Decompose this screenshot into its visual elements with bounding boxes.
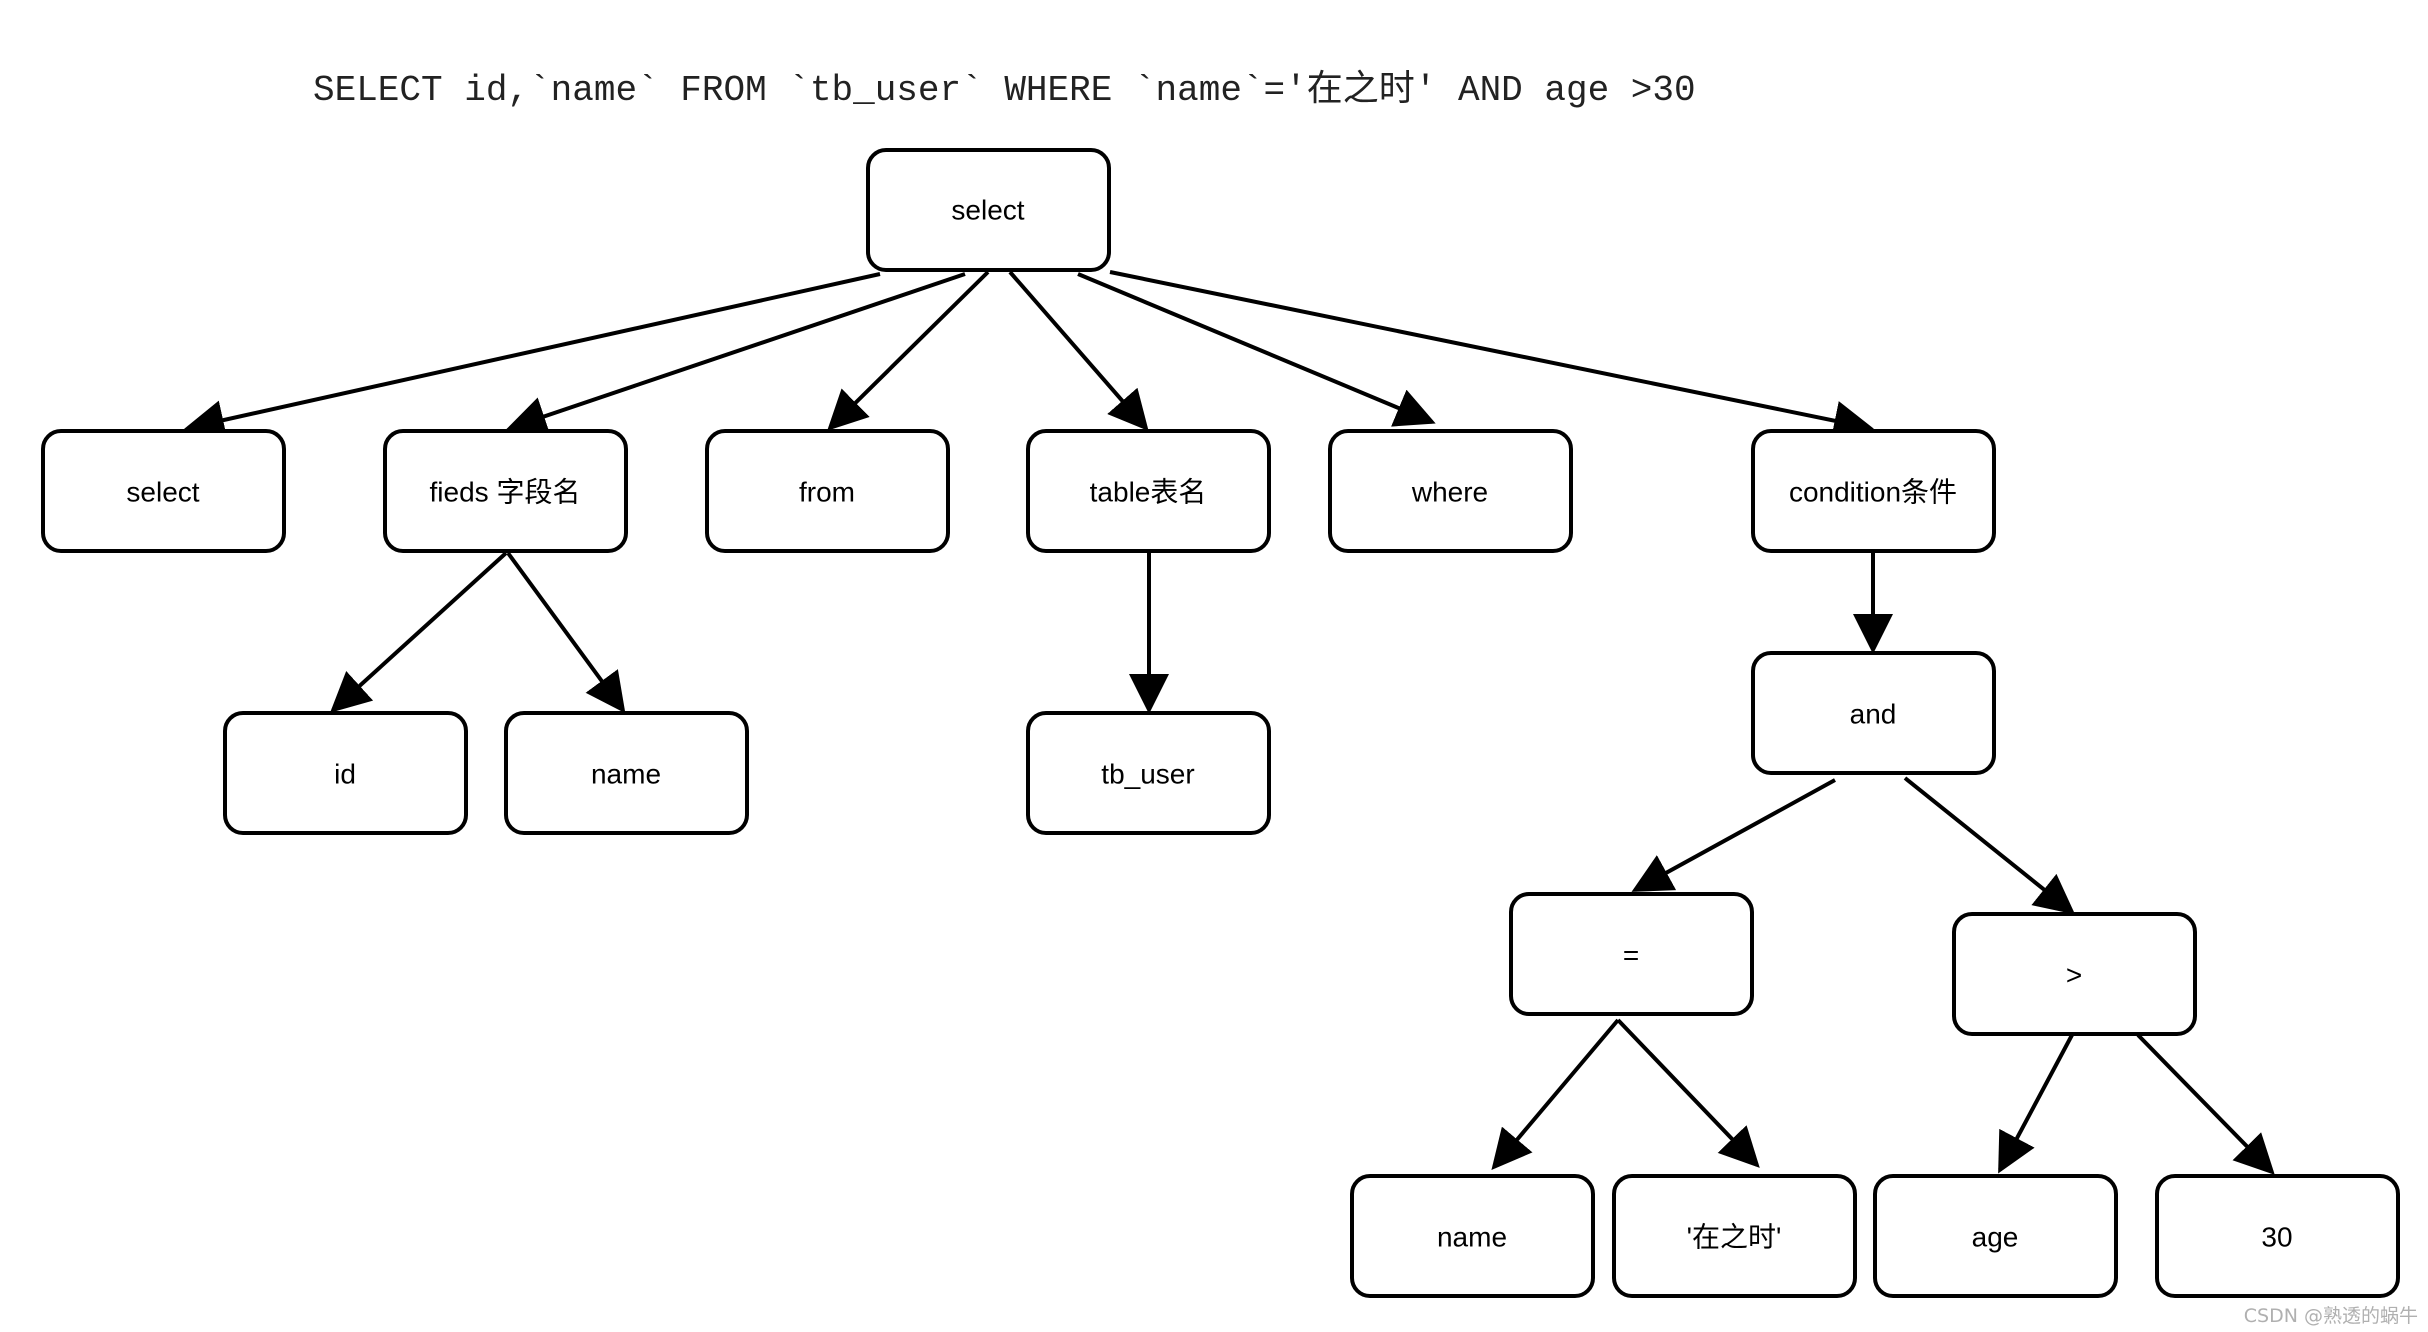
node-label: 30 — [2261, 1222, 2292, 1253]
node-and: and — [1751, 651, 1996, 775]
node-tb-user: tb_user — [1026, 711, 1271, 835]
edge-root-condition — [1109, 270, 1874, 441]
node-label: name — [1437, 1222, 1507, 1253]
node-label: condition条件 — [1789, 477, 1957, 508]
node-label: where — [1411, 477, 1488, 508]
node-select: select — [41, 429, 286, 553]
node-id: id — [223, 711, 468, 835]
node-value: '在之时' — [1612, 1174, 1857, 1298]
edge-eq-value — [1616, 1018, 1760, 1168]
node-label: name — [591, 759, 661, 790]
node-from: from — [705, 429, 950, 553]
edge-gt-age — [1998, 1034, 2074, 1174]
node-root-select: select — [866, 148, 1111, 272]
node-label: > — [2066, 960, 2082, 991]
node-name-condition: name — [1350, 1174, 1595, 1298]
node-age: age — [1873, 1174, 2118, 1298]
node-label: select — [126, 477, 199, 508]
edge-root-fields — [506, 272, 966, 436]
node-label: = — [1623, 940, 1639, 971]
watermark-text: CSDN @熟透的蜗牛 — [2244, 1305, 2418, 1327]
node-label: and — [1850, 699, 1897, 730]
node-where: where — [1328, 429, 1573, 553]
node-label: tb_user — [1101, 759, 1194, 790]
node-name-field: name — [504, 711, 749, 835]
node-condition: condition条件 — [1751, 429, 1996, 553]
edge-root-table — [1008, 270, 1149, 432]
node-equals: = — [1509, 892, 1754, 1016]
edge-eq-name — [1491, 1018, 1620, 1171]
node-fields: fieds 字段名 — [383, 429, 628, 553]
node-label: from — [799, 477, 855, 508]
node-table: table表名 — [1026, 429, 1271, 553]
node-label: select — [951, 195, 1024, 226]
edge-root-select — [184, 272, 881, 440]
node-label: age — [1972, 1222, 2019, 1253]
edge-fields-id — [330, 551, 508, 713]
edge-gt-thirty — [2136, 1033, 2275, 1175]
sql-query-text: SELECT id,`name` FROM `tb_user` WHERE `n… — [313, 68, 1696, 111]
node-thirty: 30 — [2155, 1174, 2400, 1298]
node-greater-than: > — [1952, 912, 2197, 1036]
node-label: id — [334, 759, 356, 790]
edge-fields-name — [506, 551, 626, 714]
node-label: fieds 字段名 — [430, 477, 581, 508]
edge-and-gt — [1903, 776, 2076, 915]
edges — [184, 270, 2275, 1175]
node-label: '在之时' — [1687, 1222, 1782, 1253]
edge-root-from — [827, 270, 990, 431]
edge-and-eq — [1631, 778, 1836, 892]
edge-root-where — [1077, 272, 1436, 427]
node-label: table表名 — [1090, 477, 1207, 508]
